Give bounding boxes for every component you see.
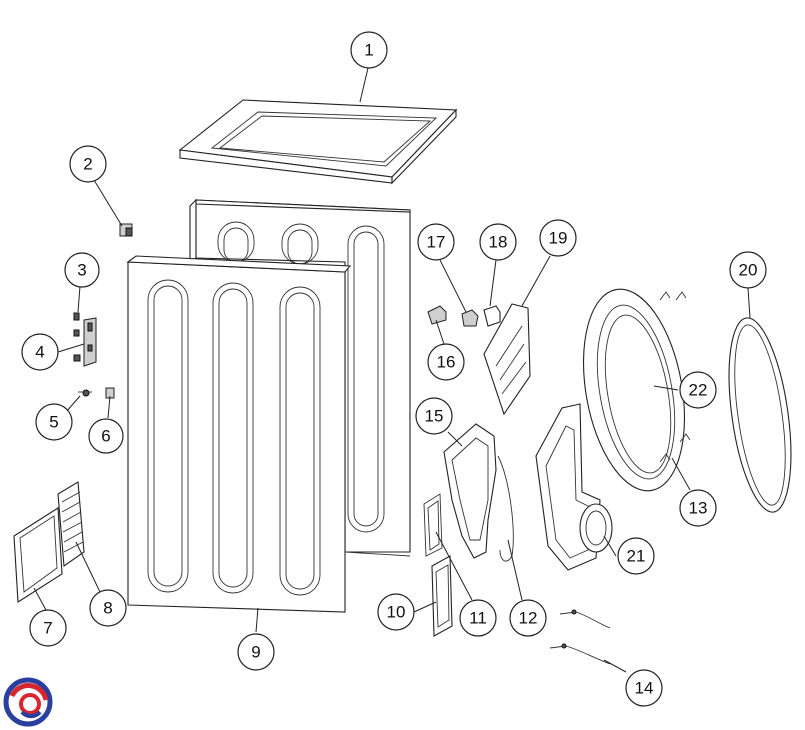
callout-3: 3 xyxy=(64,252,100,288)
callout-label: 16 xyxy=(437,353,456,372)
callout-label: 13 xyxy=(689,499,708,518)
callout-label: 15 xyxy=(425,407,444,426)
part-gasket-frame xyxy=(423,493,443,557)
callout-10: 10 xyxy=(377,593,415,631)
part-bracket xyxy=(119,223,133,237)
callout-label: 9 xyxy=(251,643,260,662)
callout-label: 12 xyxy=(519,609,538,628)
part-grille-frame xyxy=(13,507,63,603)
callout-21: 21 xyxy=(617,537,655,575)
callout-4: 4 xyxy=(21,333,59,371)
callout-16: 16 xyxy=(427,343,465,381)
callout-9: 9 xyxy=(237,633,275,671)
part-drum-ring xyxy=(582,288,686,492)
callout-11: 11 xyxy=(459,599,497,637)
callout-13: 13 xyxy=(679,489,717,527)
part-belt xyxy=(728,317,792,513)
brand-logo-icon xyxy=(3,677,53,727)
callout-label: 5 xyxy=(49,413,58,432)
part-cabinet-back xyxy=(189,198,411,557)
callout-18: 18 xyxy=(479,223,517,261)
callout-2: 2 xyxy=(69,145,107,183)
callout-label: 1 xyxy=(364,41,373,60)
callout-label: 4 xyxy=(35,343,44,362)
callout-7: 7 xyxy=(29,609,67,647)
part-screw xyxy=(78,389,92,397)
part-front-plate xyxy=(443,423,497,559)
callout-label: 10 xyxy=(387,603,406,622)
part-drum-housing xyxy=(535,403,613,571)
part-harness xyxy=(549,609,611,665)
callout-15: 15 xyxy=(415,397,453,435)
callout-label: 2 xyxy=(83,155,92,174)
callout-8: 8 xyxy=(89,589,127,627)
callout-label: 3 xyxy=(77,261,86,280)
callout-label: 6 xyxy=(101,427,110,446)
callout-12: 12 xyxy=(509,599,547,637)
callout-label: 20 xyxy=(739,261,758,280)
callout-label: 22 xyxy=(689,381,708,400)
part-filter-cover xyxy=(431,555,453,637)
part-switch xyxy=(73,312,80,337)
callout-6: 6 xyxy=(88,418,124,454)
callout-17: 17 xyxy=(417,223,455,261)
callout-14: 14 xyxy=(625,669,663,707)
leader-lines xyxy=(33,67,751,673)
part-connector-17 xyxy=(461,309,479,327)
callout-label: 18 xyxy=(489,233,508,252)
callout-22: 22 xyxy=(679,371,717,409)
callout-label: 11 xyxy=(469,609,487,628)
part-dispenser-19 xyxy=(483,303,531,416)
callout-20: 20 xyxy=(729,251,767,289)
part-top-lid xyxy=(178,99,458,185)
part-mount-strip xyxy=(73,317,97,367)
part-switch-16 xyxy=(427,305,447,325)
callout-label: 19 xyxy=(549,229,568,248)
callout-label: 7 xyxy=(43,619,52,638)
callout-label: 8 xyxy=(103,599,112,618)
callout-1: 1 xyxy=(350,31,388,69)
callout-label: 14 xyxy=(635,679,654,698)
part-grille-louver xyxy=(57,481,85,567)
callout-label: 21 xyxy=(627,547,646,566)
part-front-panel xyxy=(126,255,352,613)
callout-5: 5 xyxy=(35,403,73,441)
callout-19: 19 xyxy=(539,219,577,257)
part-block-18 xyxy=(483,305,501,327)
callout-label: 17 xyxy=(427,233,446,252)
part-clips xyxy=(659,291,691,463)
part-seal xyxy=(497,455,514,562)
